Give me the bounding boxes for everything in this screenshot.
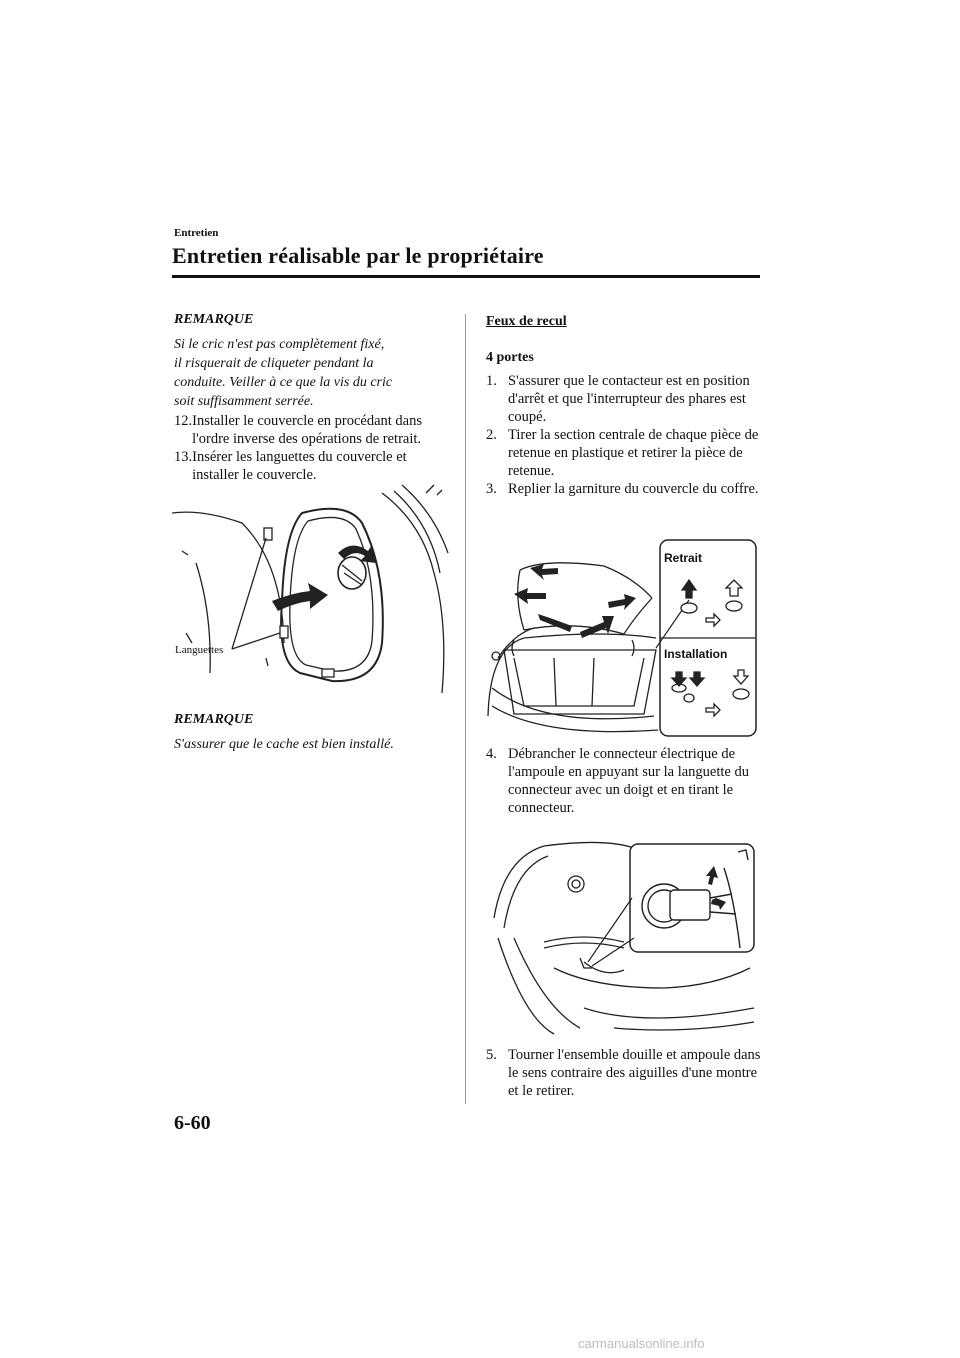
note-text: S'assurer que le cache est bien installé… [174,737,394,752]
step-13: 13. Insérer les languettes du couvercle … [174,448,456,484]
page-number: 6-60 [174,1112,211,1134]
step-text: Insérer les languettes du couvercle et i… [192,449,407,483]
step-number: 13. [174,449,193,465]
left-steps: 12. Installer le couvercle en procédant … [174,412,456,484]
note-block-1: REMARQUE Si le cric n'est pas complèteme… [174,312,454,411]
tabs-label: Languettes [175,644,223,656]
note-text: Si le cric n'est pas complètement fixé, … [174,337,393,409]
step-5: 5. Tourner l'ensemble douille et ampoule… [486,1046,761,1100]
subheading-4-doors: 4 portes [486,350,534,365]
step-text: Installer le couvercle en procédant dans… [192,413,423,447]
step-12: 12. Installer le couvercle en procédant … [174,412,456,448]
step-text: Tourner l'ensemble douille et ampoule da… [508,1047,761,1099]
step-4-block: 4. Débrancher le connecteur électrique d… [486,745,761,817]
note-heading: REMARQUE [174,312,254,327]
step-number: 3. [486,481,497,497]
title-rule [172,275,760,278]
remove-label: Retrait [664,551,702,565]
trunk-clips-figure: Retrait Installation [487,539,757,737]
step-4: 4. Débrancher le connecteur électrique d… [486,745,761,817]
step-number: 2. [486,427,497,443]
step-5-block: 5. Tourner l'ensemble douille et ampoule… [486,1046,761,1100]
step-number: 12. [174,413,193,429]
watermark[interactable]: carmanualsonline.info [578,1336,705,1351]
step-text: S'assurer que le contacteur est en posit… [508,373,750,425]
page-title: Entretien réalisable par le propriétaire [172,243,544,268]
step-text: Tirer la section centrale de chaque pièc… [508,427,759,479]
install-label: Installation [664,647,727,661]
step-3: 3. Replier la garniture du couvercle du … [486,480,761,498]
step-number: 5. [486,1047,497,1063]
step-1: 1. S'assurer que le contacteur est en po… [486,372,761,426]
column-divider [465,314,466,1104]
section-title-reverse-lights: Feux de recul [486,314,567,329]
right-steps: 1. S'assurer que le contacteur est en po… [486,372,761,498]
note-block-2: REMARQUE S'assurer que le cache est bien… [174,712,454,754]
step-number: 4. [486,746,497,762]
section-label: Entretien [174,227,219,239]
note-heading: REMARQUE [174,712,254,727]
cover-install-figure: Languettes [172,484,449,693]
step-2: 2. Tirer la section centrale de chaque p… [486,426,761,480]
step-text: Replier la garniture du couvercle du cof… [508,481,759,497]
step-text: Débrancher le connecteur électrique de l… [508,746,749,816]
step-number: 1. [486,373,497,389]
bulb-connector-figure [493,841,755,1035]
